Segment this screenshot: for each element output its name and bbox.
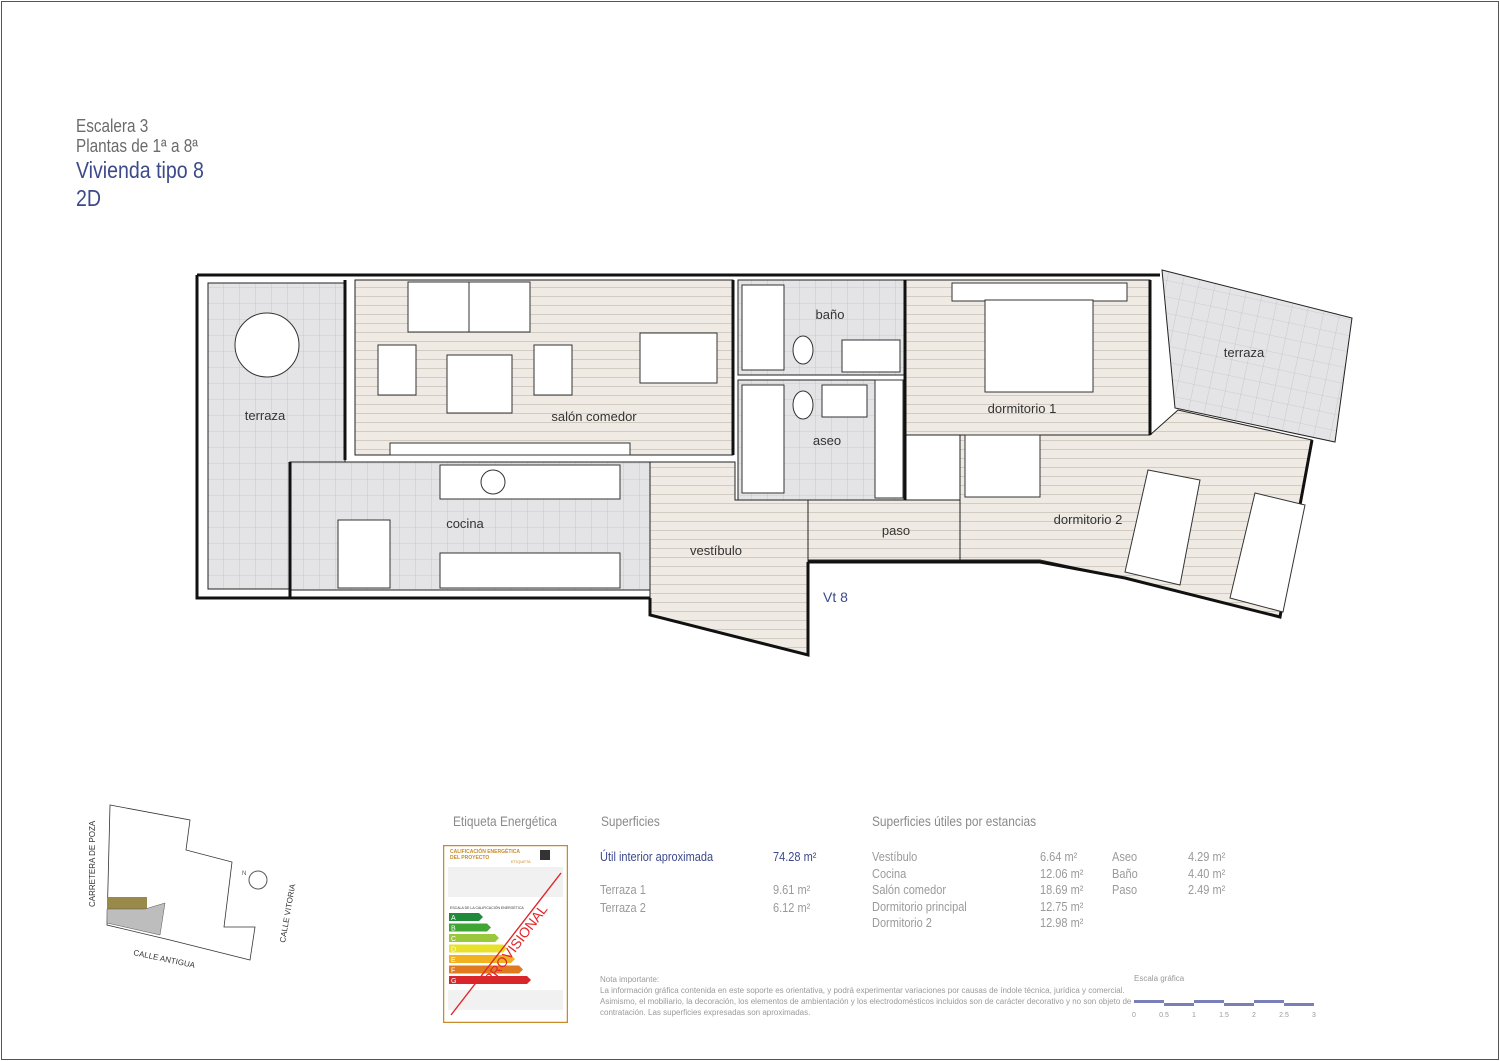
room-label-dormitorio-2: dormitorio 2 — [1054, 512, 1123, 527]
surface-label: Útil interior aproximada — [600, 850, 714, 864]
room-surface-label: Dormitorio principal — [872, 899, 967, 914]
north-arrow-icon — [248, 870, 268, 890]
room-label-bano: baño — [816, 307, 845, 322]
room-surface-label: Aseo — [1112, 850, 1138, 864]
room-surface-value: 18.69 m² — [1040, 883, 1084, 897]
scale-segment — [1254, 1000, 1284, 1003]
energy-card-title: CALIFICACIÓN ENERGÉTICA DEL PROYECTO — [450, 849, 520, 861]
surfaces-title: Superficies — [601, 813, 660, 829]
unit-code: 2D — [76, 185, 101, 211]
walls — [195, 273, 1314, 657]
room-surfaces-col2: Aseo 4.29 m² Baño 4.40 m² Paso 2.49 m² — [1112, 849, 1232, 899]
energy-grade-letter: B — [451, 926, 456, 933]
scale-tick-label: 0 — [1132, 1012, 1136, 1019]
scale-segment — [1134, 1000, 1164, 1003]
energy-label-title: Etiqueta Energética — [453, 813, 557, 829]
room-label-salon: salón comedor — [551, 409, 637, 424]
energy-grade-bar-g — [449, 976, 531, 984]
location-map: N CARRETERA DE POZA CALLE VITORIA CALLE … — [88, 804, 297, 970]
room-surface-value: 4.29 m² — [1188, 850, 1226, 864]
terrace-right — [1161, 269, 1353, 443]
room-surface-label: Baño — [1112, 866, 1138, 881]
energy-label-card: ETIQUETA ESCALA DE LA CALIFICACIÓN ENERG… — [443, 845, 568, 1023]
scale-tick-label: 2 — [1252, 1012, 1256, 1019]
scale-segment — [1284, 1003, 1314, 1006]
scale-tick-label: 1.5 — [1219, 1012, 1229, 1019]
room-surface-label: Salón comedor — [872, 883, 946, 897]
floor-plan: terraza salón comedor cocina vestíbulo b… — [195, 269, 1353, 657]
room-surface-value: 2.49 m² — [1188, 883, 1226, 897]
scale-title: Escala gráfica — [1134, 974, 1185, 983]
note-body: La información gráfica contenida en este… — [600, 986, 1132, 1017]
energy-grade-letter: D — [451, 947, 456, 954]
street-carretera-de-poza: CARRETERA DE POZA — [88, 820, 97, 907]
room-surface-label: Paso — [1112, 883, 1138, 897]
energy-grade-bar-d — [449, 944, 507, 953]
furniture — [234, 281, 1306, 613]
room-label-aseo: aseo — [813, 433, 841, 448]
unit-tag: Vt 8 — [823, 589, 848, 605]
energy-grade-bar-b — [449, 923, 491, 932]
note-title: Nota importante: — [600, 975, 660, 984]
room-surface-label: Cocina — [872, 866, 907, 881]
qr-code-icon — [540, 850, 550, 860]
energy-grade-bar-c — [449, 934, 499, 942]
scale-tick-label: 0.5 — [1159, 1012, 1169, 1019]
title-block: Escalera 3 Plantas de 1ª a 8ª Vivienda t… — [76, 116, 226, 212]
energy-card-tag: ETIQUETA — [511, 859, 531, 864]
energy-grade-bar-e — [449, 955, 515, 963]
room-surface-value: 4.40 m² — [1188, 866, 1226, 881]
north-label: N — [242, 871, 246, 877]
energy-scale-title: ESCALA DE LA CALIFICACIÓN ENERGÉTICA — [450, 905, 524, 910]
unit-type-title: Vivienda tipo 8 — [76, 157, 204, 183]
street-calle-vitoria: CALLE VITORIA — [278, 883, 297, 944]
room-surface-value: 12.75 m² — [1040, 899, 1084, 914]
unit-highlight — [107, 897, 147, 909]
room-label-terraza-left: terraza — [245, 408, 286, 423]
room-label-paso: paso — [882, 523, 910, 538]
graphic-scale: 0 0.5 1 1.5 2 2.5 3 — [1132, 1000, 1316, 1019]
surface-value: 74.28 m² — [773, 850, 817, 864]
scale-tick-label: 3 — [1312, 1012, 1316, 1019]
room-label-dormitorio-1: dormitorio 1 — [988, 401, 1057, 416]
surface-value: 6.12 m² — [773, 901, 811, 915]
surface-label: Terraza 1 — [600, 883, 646, 897]
scale-tick-label: 2.5 — [1279, 1012, 1289, 1019]
surface-value: 9.61 m² — [773, 883, 811, 897]
energy-grade-letter: A — [451, 915, 456, 922]
important-note: Nota importante: La información gráfica … — [600, 974, 1160, 1018]
scale-segment — [1194, 1000, 1224, 1003]
room-surfaces-title: Superficies útiles por estancias — [872, 813, 1037, 829]
scale-segment — [1224, 1003, 1254, 1006]
energy-grade-letter: C — [451, 936, 456, 943]
room-surfaces-col1: Vestíbulo 6.64 m² Cocina 12.06 m² Salón co… — [872, 849, 1087, 932]
room-label-vestibulo: vestíbulo — [690, 543, 742, 558]
energy-grade-letter: E — [451, 957, 456, 964]
room-surface-value: 6.64 m² — [1040, 850, 1078, 864]
room-surface-label: Dormitorio 2 — [872, 916, 932, 930]
room-label-cocina: cocina — [446, 516, 484, 531]
room-surface-value: 12.98 m² — [1040, 916, 1084, 930]
street-calle-antigua: CALLE ANTIGUA — [133, 948, 197, 970]
surface-label: Terraza 2 — [600, 901, 646, 915]
energy-grade-letter: G — [451, 978, 456, 985]
energy-grade-letter: F — [451, 968, 455, 975]
floors-label: Plantas de 1ª a 8ª — [76, 136, 198, 156]
scale-tick-label: 1 — [1192, 1012, 1196, 1019]
energy-grade-bar-a — [449, 913, 483, 921]
stair-label: Escalera 3 — [76, 116, 149, 136]
room-label-terraza-right: terraza — [1224, 345, 1265, 360]
room-surface-value: 12.06 m² — [1040, 866, 1084, 881]
room-surface-label: Vestíbulo — [872, 850, 918, 864]
scale-segment — [1164, 1003, 1194, 1006]
